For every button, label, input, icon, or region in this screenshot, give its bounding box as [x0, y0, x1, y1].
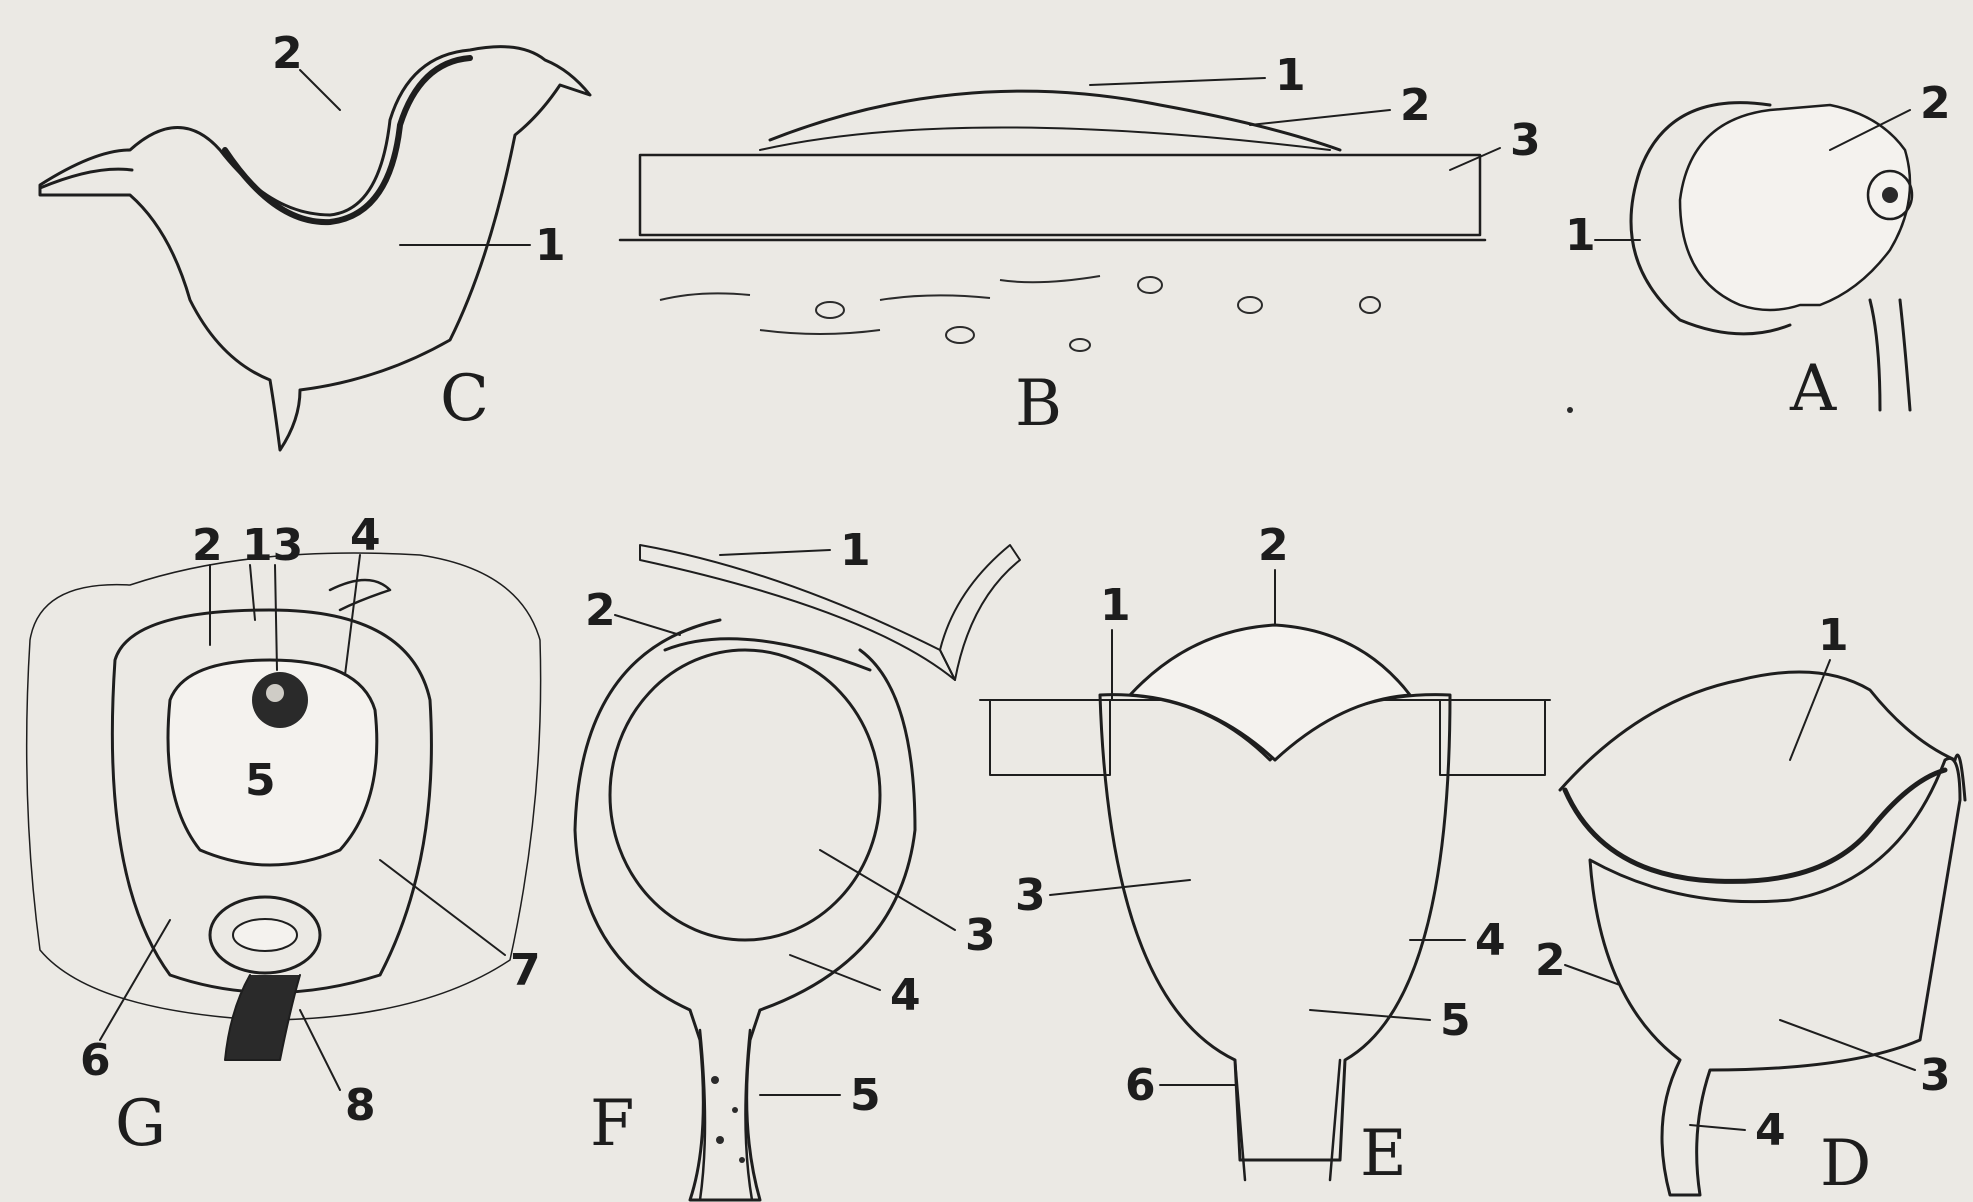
panel-b-label-1: 1 — [1275, 50, 1306, 101]
panel-f-label-3: 3 — [965, 910, 996, 961]
panel-b-drawing — [620, 91, 1485, 351]
panel-b-label-2: 2 — [1400, 80, 1431, 131]
panel-g-label-13: 13 — [242, 520, 303, 571]
panel-f-label-2: 2 — [585, 585, 616, 636]
panel-d-label-3: 3 — [1920, 1050, 1951, 1101]
panel-e-label-1: 1 — [1100, 580, 1131, 631]
panel-d-label-1: 1 — [1818, 610, 1849, 661]
panel-g-label-5: 5 — [245, 755, 276, 806]
panel-d-letter: D — [1820, 1127, 1871, 1201]
panel-d-label-2: 2 — [1535, 935, 1566, 986]
panel-f-label-5: 5 — [850, 1070, 881, 1121]
panel-f-label-1: 1 — [840, 525, 871, 576]
panel-a-drawing — [1631, 103, 1912, 410]
panel-c-label-2: 2 — [272, 28, 303, 79]
panel-g-drawing — [27, 553, 541, 1060]
panel-e-label-5: 5 — [1440, 995, 1471, 1046]
panel-g-label-4: 4 — [350, 510, 381, 561]
panel-e-label-6: 6 — [1125, 1060, 1156, 1111]
panel-b-letter: B — [1015, 367, 1062, 441]
panel-e-label-3: 3 — [1015, 870, 1046, 921]
panel-a-label-2: 2 — [1920, 78, 1951, 129]
panel-b-label-3: 3 — [1510, 115, 1541, 166]
panel-e-label-4: 4 — [1475, 915, 1506, 966]
panel-a-label-1: 1 — [1565, 210, 1596, 261]
panel-g-label-8: 8 — [345, 1080, 376, 1131]
panel-d-label-4: 4 — [1755, 1105, 1786, 1156]
panel-e-drawing — [980, 625, 1550, 1180]
panel-f-letter: F — [590, 1087, 634, 1161]
panel-f-label-4: 4 — [890, 970, 921, 1021]
panel-a-letter: A — [1789, 352, 1837, 426]
speck — [1567, 407, 1573, 413]
panel-c-drawing — [40, 47, 590, 450]
panel-e-label-2: 2 — [1258, 520, 1289, 571]
panel-e-letter: E — [1360, 1117, 1407, 1191]
panel-g-label-6: 6 — [80, 1035, 111, 1086]
panel-g-label-7: 7 — [510, 945, 541, 996]
panel-g-letter: G — [115, 1087, 166, 1161]
panel-g-label-2: 2 — [192, 520, 223, 571]
panel-c-letter: C — [440, 362, 489, 436]
panel-c-label-1: 1 — [535, 220, 566, 271]
panel-f-drawing — [575, 545, 1020, 1200]
